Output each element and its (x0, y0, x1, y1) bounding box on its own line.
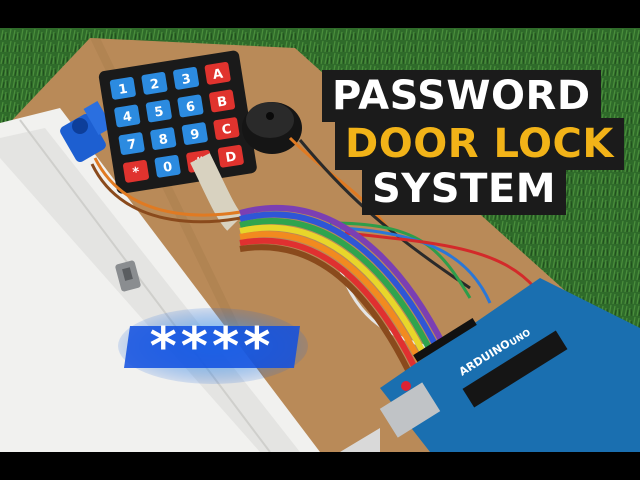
keypad-key (123, 159, 149, 183)
title-system-text: SYSTEM (372, 166, 556, 212)
keypad-key-label: * (132, 165, 141, 181)
keypad-key-label: 9 (189, 127, 200, 143)
keypad-key-label: A (212, 67, 224, 83)
keypad-key-label: 8 (158, 132, 169, 148)
title-line-1: PASSWORD (322, 70, 601, 122)
keypad-key (154, 154, 181, 178)
servo-motor (60, 101, 113, 162)
keypad-key-label: B (216, 94, 228, 110)
keypad-key-label: C (221, 122, 233, 138)
keypad-key (109, 76, 136, 100)
keypad-key (141, 71, 168, 95)
keypad-key (150, 127, 177, 150)
title-line-2: DOOR LOCK (335, 118, 624, 170)
keypad-key (181, 122, 208, 145)
keypad-key (177, 94, 204, 118)
keypad-key-label: 2 (149, 77, 160, 93)
buzzer (242, 102, 302, 154)
keypad-key (118, 132, 145, 155)
keypad-key-label: 6 (185, 99, 196, 115)
arduino-board: ARDUINO UNO (379, 278, 640, 452)
title-line-3: SYSTEM (362, 163, 566, 215)
password-badge: **** (118, 308, 308, 384)
title-door-lock-text: DOOR LOCK (345, 121, 614, 167)
keypad-key (145, 99, 172, 123)
keypad-key-label: D (225, 149, 238, 166)
keypad-key-label: 3 (181, 72, 192, 88)
keypad-key-label: 0 (162, 160, 173, 176)
bottom-letterbox (0, 452, 640, 480)
top-letterbox (0, 0, 640, 28)
usb-cable (340, 428, 380, 452)
keypad-key (209, 89, 236, 113)
keypad-key-label: 4 (122, 109, 133, 125)
keypad-key (204, 61, 231, 85)
password-asterisks: **** (150, 317, 275, 377)
keypad-key (173, 66, 200, 90)
title-password-text: PASSWORD (332, 73, 591, 119)
rainbow-ribbon-cable (239, 205, 448, 374)
keypad-key (217, 144, 244, 168)
keypad-key (213, 117, 240, 140)
keypad-key-label: 1 (117, 82, 128, 98)
keypad-key-label: 7 (126, 137, 137, 153)
keypad-key-label: 5 (153, 104, 164, 120)
keypad-key (114, 104, 141, 128)
